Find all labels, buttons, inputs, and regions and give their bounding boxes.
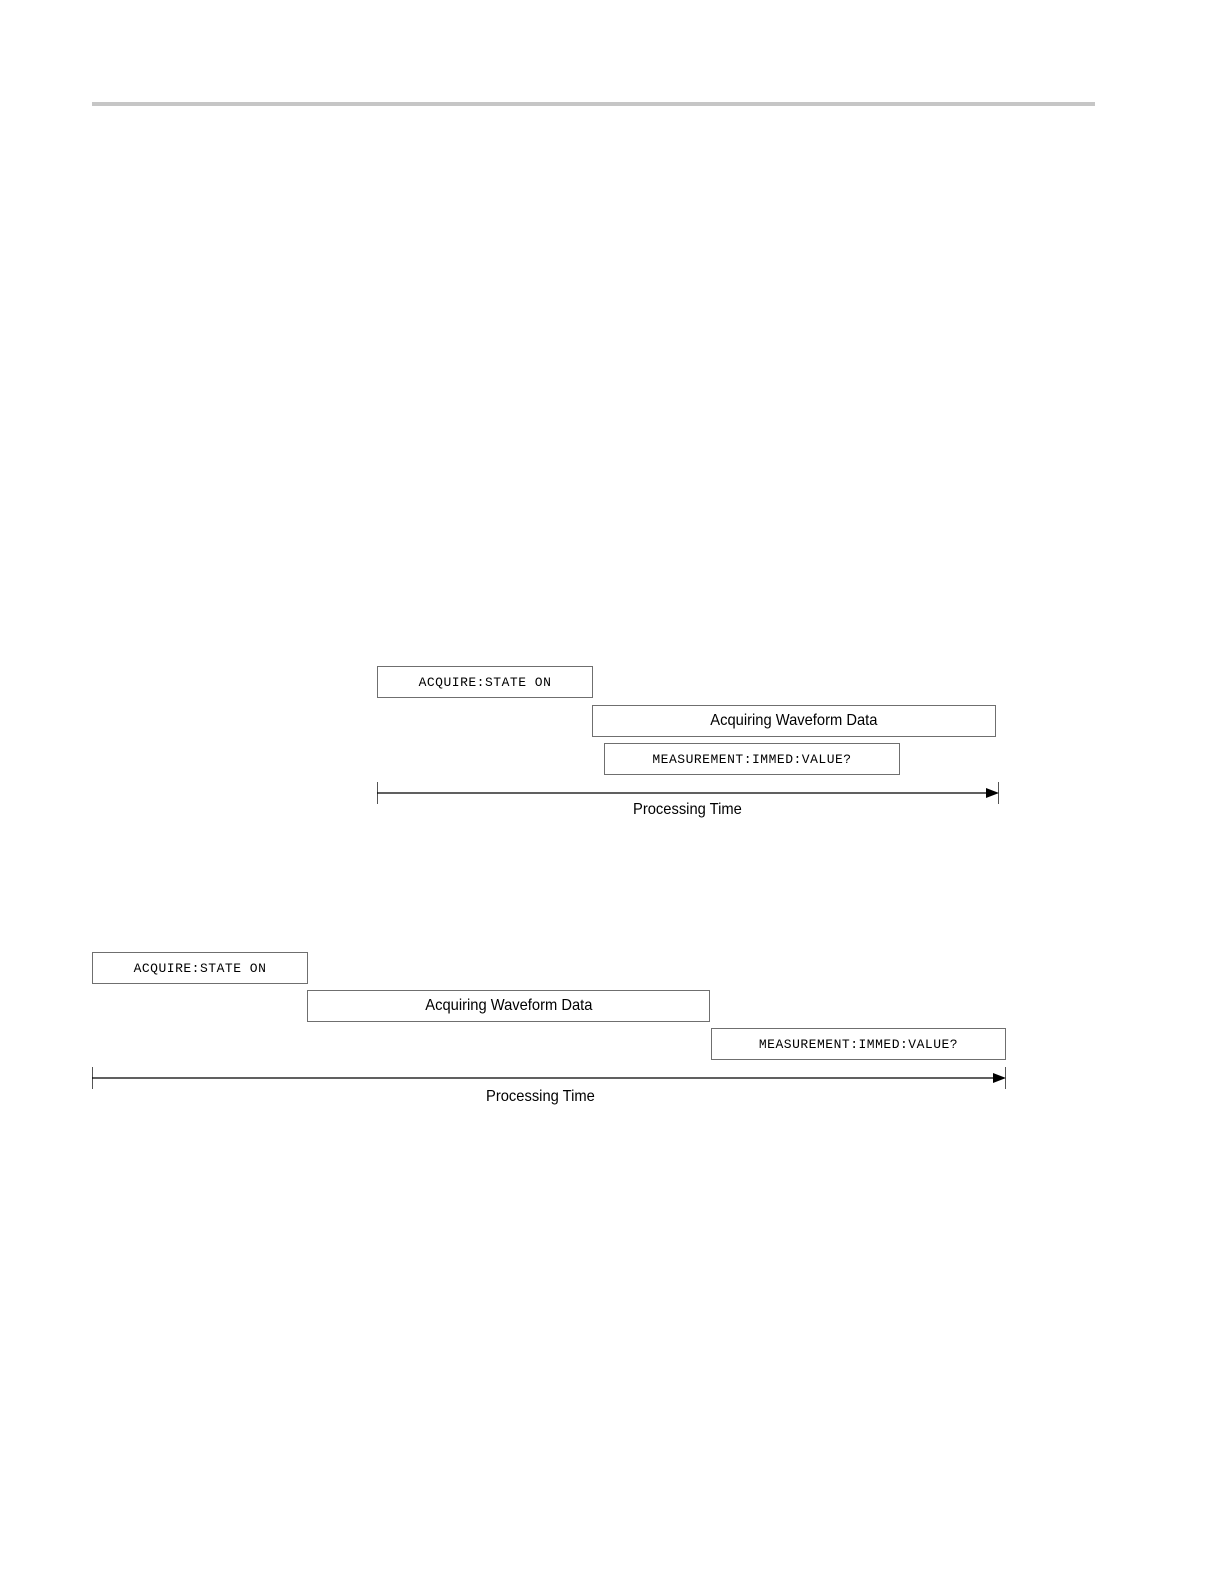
arrow-head-icon bbox=[993, 1073, 1006, 1083]
processing-time-label: Processing Time bbox=[486, 1088, 595, 1106]
